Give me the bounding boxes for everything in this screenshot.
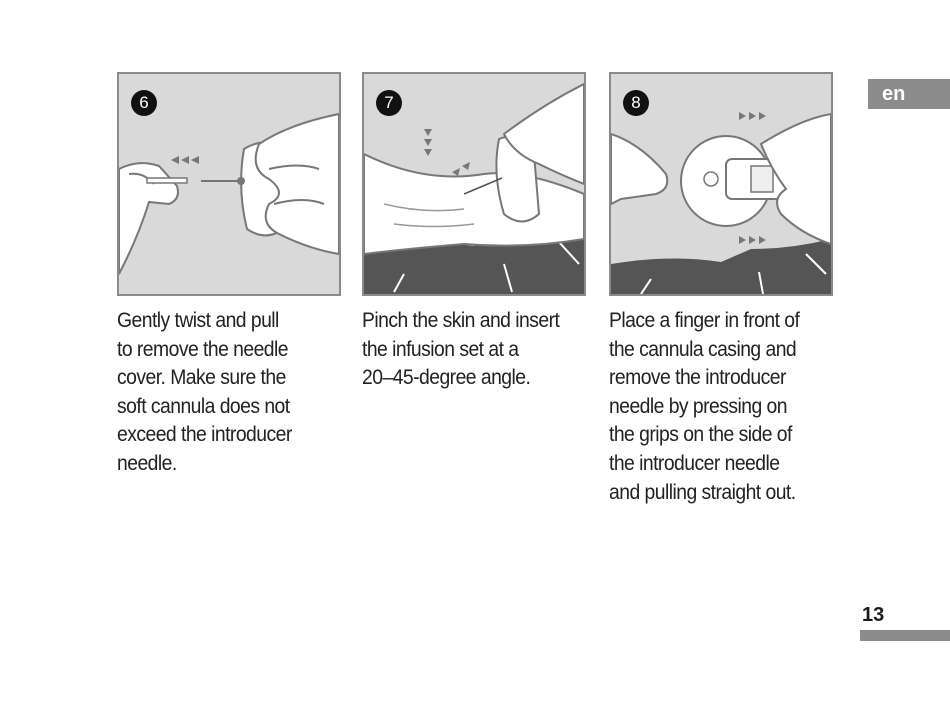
- step-6-number: 6: [131, 90, 157, 116]
- step-8-illustration: 8: [609, 72, 833, 296]
- remove-needle-cover-illustration: [119, 112, 339, 275]
- step-8-caption: Place a finger in front of the cannula c…: [609, 308, 800, 504]
- step-8-number: 8: [623, 90, 649, 116]
- step-7-caption: Pinch the skin and insert the infusion s…: [362, 308, 560, 390]
- step-7-number: 7: [376, 90, 402, 116]
- step-7-illustration: 7: [362, 72, 586, 296]
- remove-introducer-needle-illustration: [611, 112, 831, 294]
- page-number: 13: [862, 604, 885, 626]
- step-6-illustration: 6: [117, 72, 341, 296]
- pinch-skin-insert-illustration: [364, 82, 584, 294]
- page-number-bar: [860, 630, 950, 641]
- language-tab: en: [868, 79, 950, 109]
- step-6-caption: Gently twist and pull to remove the need…: [117, 308, 292, 475]
